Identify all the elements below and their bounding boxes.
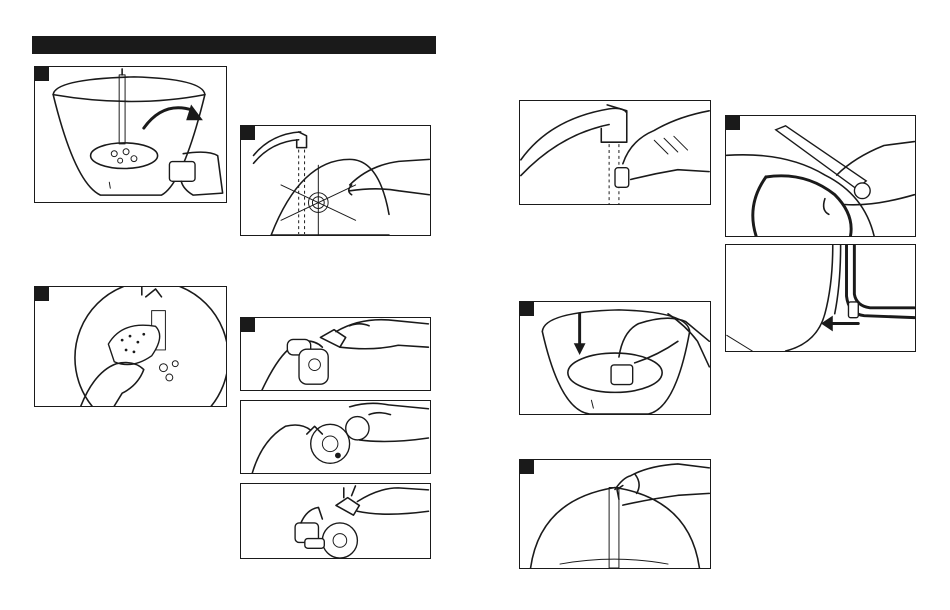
step-panel-4: [240, 317, 431, 391]
step-panel-1: [34, 66, 227, 203]
step-panel-6: [240, 483, 431, 559]
inserting-part-into-basin-illustration: [520, 302, 710, 414]
step-badge: [35, 67, 49, 81]
step-panel-11: [725, 244, 916, 352]
filter-disc-under-faucet-illustration: [241, 126, 430, 235]
tool-and-cord-illustration: [726, 116, 915, 236]
basin-cord-placement-illustration: [520, 460, 710, 568]
nozzle-assembly-removal-illustration: [241, 318, 430, 390]
step-panel-5: [240, 400, 431, 474]
step-panel-10: [725, 115, 916, 237]
step-panel-9: [519, 459, 711, 569]
step-badge: [241, 318, 255, 332]
rinsing-part-under-faucet-illustration: [520, 101, 710, 204]
step-panel-8: [519, 301, 711, 415]
step-panel-3: [34, 286, 227, 407]
step-badge: [726, 116, 740, 130]
cord-insert-arrow-illustration: [726, 245, 915, 351]
basin-tank-rotate-illustration: [35, 67, 226, 202]
step-badge: [520, 302, 534, 316]
step-panel-2: [240, 125, 431, 236]
nozzle-part-detach-illustration: [241, 484, 430, 558]
step-panel-7: [519, 100, 711, 205]
step-badge: [35, 287, 49, 301]
section-header-bar: [32, 36, 436, 54]
step-badge: [241, 126, 255, 140]
nozzle-disassembly-illustration: [241, 401, 430, 473]
sponge-cleaning-basin-illustration: [35, 287, 226, 406]
step-badge: [520, 460, 534, 474]
